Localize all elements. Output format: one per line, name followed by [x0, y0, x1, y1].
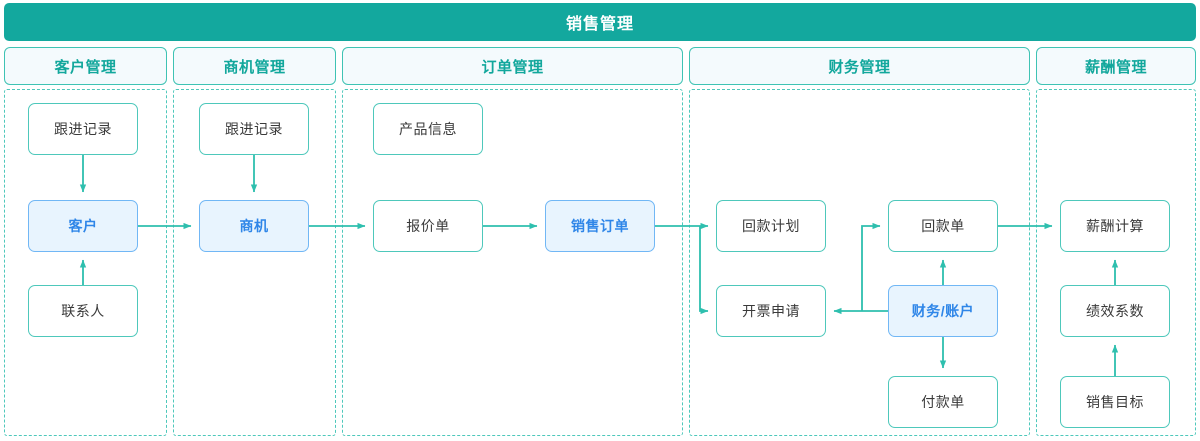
node-finance-account[interactable]: 财务/账户: [888, 285, 998, 337]
node-contact[interactable]: 联系人: [28, 285, 138, 337]
section-header-opportunity[interactable]: 商机管理: [173, 47, 336, 85]
node-label: 回款单: [921, 218, 965, 234]
node-salary-calculation[interactable]: 薪酬计算: [1060, 200, 1170, 252]
lane-finance: [689, 89, 1030, 436]
node-payment-plan[interactable]: 回款计划: [716, 200, 826, 252]
node-sales-order[interactable]: 销售订单: [545, 200, 655, 252]
section-header-order[interactable]: 订单管理: [342, 47, 683, 85]
page-title: 销售管理: [565, 16, 634, 33]
node-customer[interactable]: 客户: [28, 200, 138, 252]
node-product-info[interactable]: 产品信息: [373, 103, 483, 155]
section-header-label: 商机管理: [223, 58, 286, 76]
node-label: 报价单: [406, 218, 450, 234]
section-header-label: 订单管理: [481, 58, 544, 76]
node-invoice-application[interactable]: 开票申请: [716, 285, 826, 337]
node-label: 联系人: [61, 303, 105, 319]
node-label: 绩效系数: [1086, 303, 1144, 319]
section-header-finance[interactable]: 财务管理: [689, 47, 1030, 85]
node-receipt-order[interactable]: 回款单: [888, 200, 998, 252]
node-opportunity[interactable]: 商机: [199, 200, 309, 252]
section-header-label: 财务管理: [828, 58, 891, 76]
section-header-label: 薪酬管理: [1084, 58, 1147, 76]
node-sales-target[interactable]: 销售目标: [1060, 376, 1170, 428]
lane-order: [342, 89, 683, 436]
section-header-salary[interactable]: 薪酬管理: [1036, 47, 1196, 85]
node-label: 销售目标: [1086, 394, 1144, 410]
node-label: 客户: [68, 218, 98, 234]
node-performance-coefficient[interactable]: 绩效系数: [1060, 285, 1170, 337]
node-label: 财务/账户: [911, 303, 975, 319]
node-label: 付款单: [921, 394, 965, 410]
lane-opportunity: [173, 89, 336, 436]
node-label: 商机: [239, 218, 269, 234]
section-header-customer[interactable]: 客户管理: [4, 47, 167, 85]
node-label: 产品信息: [399, 121, 457, 137]
node-label: 销售订单: [571, 218, 629, 234]
node-payment-order[interactable]: 付款单: [888, 376, 998, 428]
lane-salary: [1036, 89, 1196, 436]
node-label: 薪酬计算: [1086, 218, 1144, 234]
node-label: 跟进记录: [54, 121, 112, 137]
section-header-label: 客户管理: [54, 58, 117, 76]
page-title-bar: 销售管理: [4, 3, 1196, 41]
node-label: 跟进记录: [225, 121, 283, 137]
node-follow-up-record-customer[interactable]: 跟进记录: [28, 103, 138, 155]
node-quotation[interactable]: 报价单: [373, 200, 483, 252]
node-label: 开票申请: [742, 303, 800, 319]
lane-customer: [4, 89, 167, 436]
node-follow-up-record-opportunity[interactable]: 跟进记录: [199, 103, 309, 155]
node-label: 回款计划: [742, 218, 800, 234]
